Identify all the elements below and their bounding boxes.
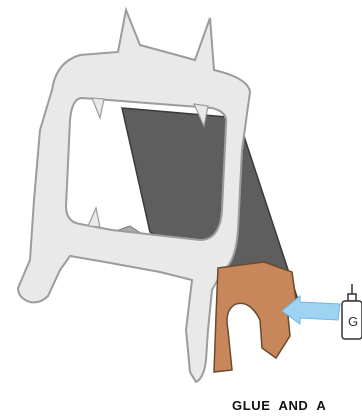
notch-top-left [92,98,104,118]
glue-bottle-icon [342,284,362,339]
base-piece [214,262,296,372]
caption-text: GLUE AND A [232,398,326,413]
glue-bottle-label: G [348,314,358,329]
notch-bottom-left [88,208,100,227]
